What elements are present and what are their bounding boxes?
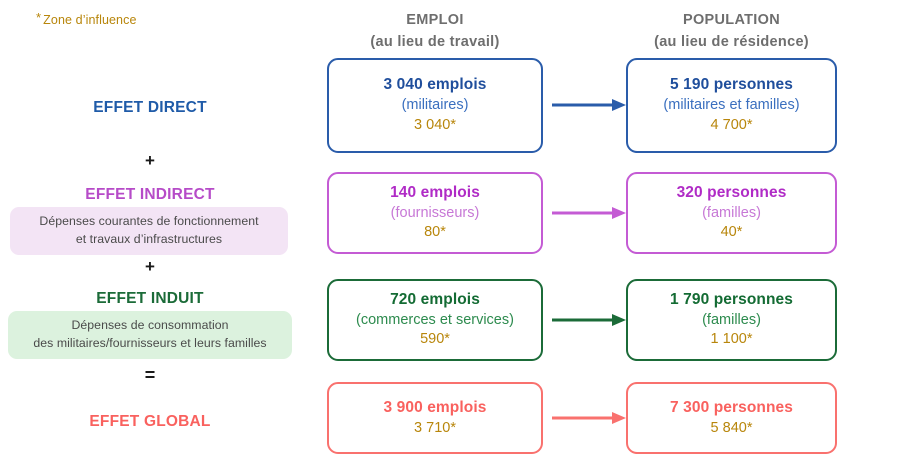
population-direct-sub: (militaires et familles): [663, 97, 800, 114]
effects-column: EFFET DIRECT + EFFET INDIRECT Dépenses c…: [0, 0, 300, 469]
arrow-direct-icon: [552, 98, 626, 112]
effect-title-direct: EFFET DIRECT: [93, 99, 207, 116]
effect-description-indirect-line1: Dépenses courantes de fonctionnement: [39, 214, 259, 228]
emploi-direct-main: 3 040 emplois: [383, 76, 487, 94]
column-header-emploi: EMPLOI (au lieu de travail): [327, 10, 543, 54]
column-header-emploi-subtitle: (au lieu de travail): [370, 33, 500, 50]
emploi-box-direct: 3 040 emplois (militaires) 3 040*: [327, 58, 543, 153]
emploi-direct-star-value: 3 040*: [414, 116, 456, 133]
emploi-direct-sub: (militaires): [401, 97, 469, 114]
emploi-induit-sub: (commerces et services): [356, 311, 514, 328]
operator-equals: =: [144, 365, 156, 385]
emploi-box-global: 3 900 emplois 3 710*: [327, 382, 543, 454]
population-global-main: 7 300 personnes: [670, 398, 793, 416]
emploi-global-main: 3 900 emplois: [383, 398, 487, 416]
population-indirect-star-value: 40*: [720, 224, 743, 241]
emploi-indirect-main: 140 emplois: [390, 183, 480, 201]
emploi-box-indirect: 140 emplois (fournisseurs) 80*: [327, 172, 543, 254]
arrow-global-icon: [552, 411, 626, 425]
population-indirect-sub: (familles): [702, 204, 761, 221]
column-header-population: POPULATION (au lieu de résidence): [626, 10, 837, 54]
arrow-indirect-icon: [552, 206, 626, 220]
emploi-global-star-value: 3 710*: [414, 419, 456, 436]
effect-title-indirect: EFFET INDIRECT: [85, 186, 215, 203]
population-box-induit: 1 790 personnes (familles) 1 100*: [626, 279, 837, 361]
asterisk-icon: *: [36, 10, 42, 25]
effect-description-indirect-line2: et travaux d’infrastructures: [75, 231, 223, 246]
emploi-induit-main: 720 emplois: [390, 290, 480, 308]
population-induit-sub: (familles): [702, 311, 761, 328]
operator-plus-1: +: [145, 151, 155, 170]
footnote-label: Zone d’influence: [43, 13, 137, 27]
population-induit-star-value: 1 100*: [710, 331, 753, 348]
population-induit-main: 1 790 personnes: [670, 290, 793, 308]
population-direct-main: 5 190 personnes: [670, 76, 793, 94]
effect-description-indirect: Dépenses courantes de fonctionnement et …: [10, 207, 288, 255]
population-global-star-value: 5 840*: [710, 419, 753, 436]
arrow-induit-icon: [552, 313, 626, 327]
effect-description-induit-line2: des militaires/fournisseurs et leurs fam…: [33, 335, 267, 350]
population-direct-star-value: 4 700*: [710, 116, 753, 133]
effect-description-induit: Dépenses de consommation des militaires/…: [8, 311, 292, 359]
emploi-box-induit: 720 emplois (commerces et services) 590*: [327, 279, 543, 361]
population-box-indirect: 320 personnes (familles) 40*: [626, 172, 837, 254]
emploi-indirect-star-value: 80*: [424, 224, 446, 241]
column-header-emploi-title: EMPLOI: [406, 12, 464, 28]
emploi-indirect-sub: (fournisseurs): [390, 204, 480, 221]
effect-description-induit-line1: Dépenses de consommation: [71, 318, 229, 332]
population-box-global: 7 300 personnes 5 840*: [626, 382, 837, 454]
emploi-induit-star-value: 590*: [420, 331, 450, 348]
effect-title-global: EFFET GLOBAL: [89, 413, 211, 430]
column-header-population-subtitle: (au lieu de résidence): [654, 33, 809, 50]
zone-influence-footnote: *Zone d’influence: [36, 10, 137, 27]
operator-plus-2: +: [145, 257, 155, 276]
population-indirect-main: 320 personnes: [676, 183, 787, 201]
population-box-direct: 5 190 personnes (militaires et familles)…: [626, 58, 837, 153]
column-header-population-title: POPULATION: [683, 12, 780, 28]
effect-title-induit: EFFET INDUIT: [96, 290, 204, 307]
